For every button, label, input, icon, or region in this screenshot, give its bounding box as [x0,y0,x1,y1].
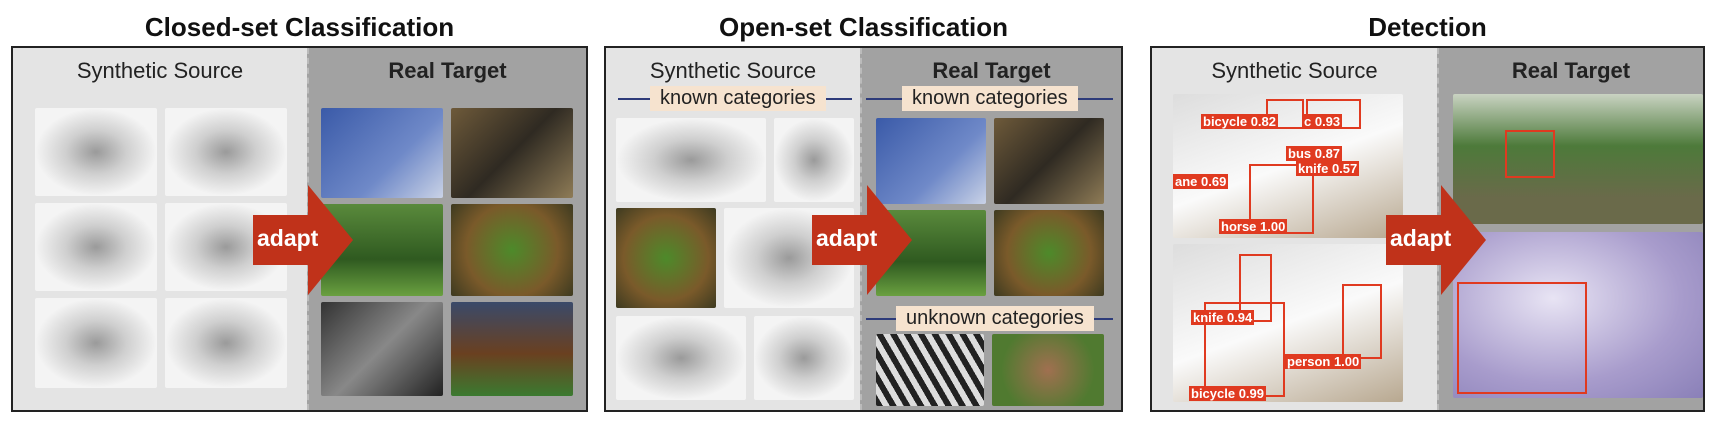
detection-label: horse 1.00 [1219,219,1288,234]
synthetic-car [774,118,854,202]
detection-label: c 0.93 [1302,114,1343,129]
adapt-arrow: adapt [253,185,363,295]
synthetic-bicycle [616,316,746,400]
real-airplane-image [1453,232,1703,398]
known-categories-tag: known categories [902,86,1078,111]
bbox [1342,284,1382,359]
detection-label: person 1.00 [1285,354,1362,369]
closed-set-panel: Synthetic Source Real Target adapt [11,46,588,412]
synthetic-horse [35,203,157,291]
detection-title: Detection [1368,12,1487,42]
bbox [1457,282,1587,394]
real-dog [992,334,1104,406]
adapt-label: adapt [816,225,878,251]
target-heading: Real Target [932,58,1051,83]
real-target-area: Real Target known categories unknown cat… [860,48,1121,410]
synthetic-plant [616,208,716,308]
adapt-label: adapt [1390,225,1452,251]
source-heading: Synthetic Source [649,58,817,83]
real-bicycle [994,118,1104,204]
detection-label: bicycle 0.82 [1201,114,1278,129]
real-bicycle [451,108,573,198]
real-plant [451,204,573,296]
synthetic-motorbike [616,118,766,202]
synthetic-cactus [165,298,287,388]
synthetic-dog [754,316,854,400]
detection-label: bus 0.87 [1286,146,1343,161]
known-categories-tag: known categories [650,86,826,111]
detection-label: knife 0.57 [1296,161,1360,176]
synthetic-source-area: Synthetic Source bicycle 0.82 c 0.93 bus… [1152,48,1437,410]
synthetic-scene-2: knife 0.94 person 1.00 bicycle 0.99 [1173,244,1403,402]
real-target-area: Real Target [307,48,586,410]
source-heading: Synthetic Source [1211,58,1378,83]
detection-label: knife 0.94 [1191,310,1255,325]
real-airplane [876,118,986,204]
open-set-title: Open-set Classification [719,12,1008,42]
closed-set-title: Closed-set Classification [144,12,455,42]
bbox [1239,254,1272,322]
real-target-area: Real Target [1437,48,1703,410]
source-heading: Synthetic Source [76,58,244,83]
synthetic-bicycle [165,108,287,196]
real-horse-rider [451,302,573,396]
synthetic-airplane [35,108,157,196]
detection-label: bicycle 0.99 [1189,386,1266,401]
synthetic-scene-1: bicycle 0.82 c 0.93 bus 0.87 knife 0.57 … [1173,94,1403,238]
detection-panel: Synthetic Source bicycle 0.82 c 0.93 bus… [1150,46,1705,412]
real-zebras [876,334,984,406]
bbox [1505,130,1555,178]
adapt-label: adapt [257,225,319,251]
target-heading: Real Target [388,58,507,83]
synthetic-jet [35,298,157,388]
real-plant [994,210,1104,296]
detection-label: ane 0.69 [1173,174,1229,189]
real-bicycles-bw [321,302,443,396]
unknown-categories-tag: unknown categories [896,306,1094,331]
target-heading: Real Target [1511,58,1631,83]
real-airplane [321,108,443,198]
real-train-image [1453,94,1703,224]
adapt-arrow: adapt [812,185,922,295]
open-set-panel: Synthetic Source known categories Real T… [604,46,1123,412]
adapt-arrow: adapt [1386,185,1496,295]
